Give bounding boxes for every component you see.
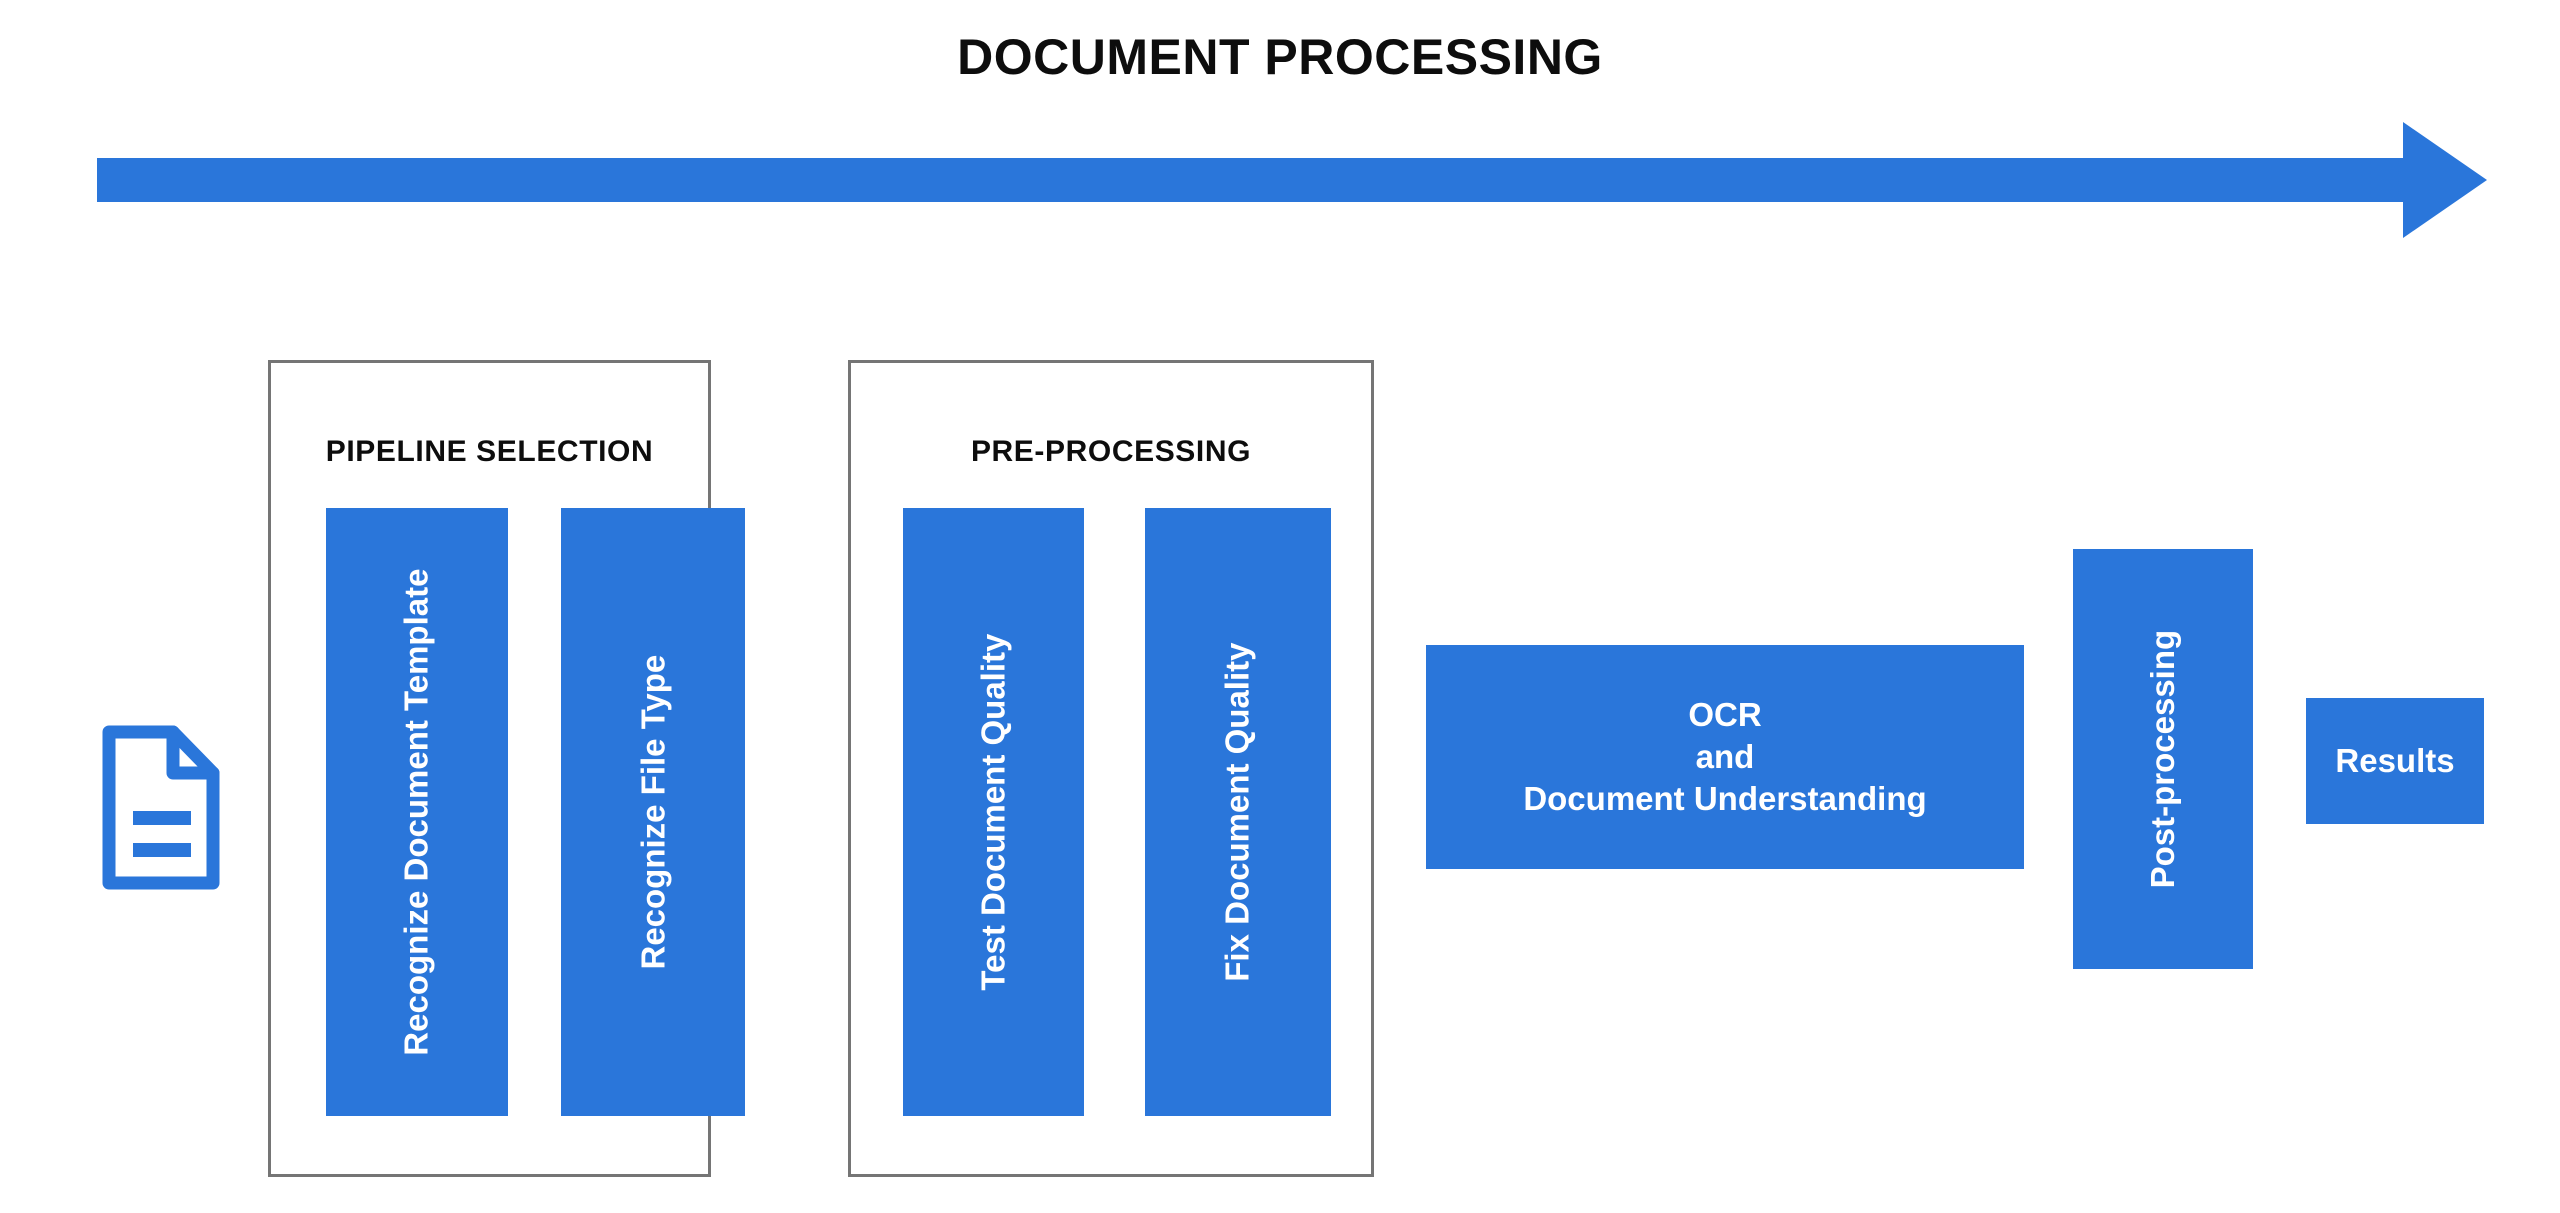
document-file-icon: [102, 725, 220, 890]
stage-label-results: Results: [2335, 741, 2455, 779]
stage-label-post-processing: Post-processing: [2143, 629, 2181, 889]
stage-block-ocr[interactable]: OCR and Document Understanding: [1426, 645, 2024, 869]
stage-label-recognize-file-type: Recognize File Type: [633, 654, 671, 970]
stage-block-recognize-document-template[interactable]: Recognize Document Template: [326, 508, 508, 1116]
page-title: DOCUMENT PROCESSING: [957, 29, 1603, 85]
stage-block-post-processing[interactable]: Post-processing: [2073, 549, 2253, 969]
flow-arrow-icon: [97, 122, 2487, 238]
stage-block-results[interactable]: Results: [2306, 698, 2484, 824]
stage-block-fix-document-quality[interactable]: Fix Document Quality: [1145, 508, 1331, 1116]
stage-label-ocr-line3: Document Understanding: [1523, 780, 1927, 818]
stage-block-test-document-quality[interactable]: Test Document Quality: [903, 508, 1084, 1116]
stage-label-ocr-line2: and: [1695, 737, 1755, 775]
stage-label-fix-document-quality: Fix Document Quality: [1218, 642, 1256, 982]
group-title-pre-processing: PRE-PROCESSING: [970, 435, 1252, 468]
group-title-pipeline-selection: PIPELINE SELECTION: [325, 435, 654, 468]
stage-label-test-document-quality: Test Document Quality: [974, 633, 1012, 991]
stage-block-recognize-file-type[interactable]: Recognize File Type: [561, 508, 745, 1116]
stage-label-ocr-line1: OCR: [1688, 695, 1762, 733]
stage-label-recognize-document-template: Recognize Document Template: [397, 568, 435, 1056]
stage-label-ocr: OCR and Document Understanding: [1523, 694, 1926, 821]
